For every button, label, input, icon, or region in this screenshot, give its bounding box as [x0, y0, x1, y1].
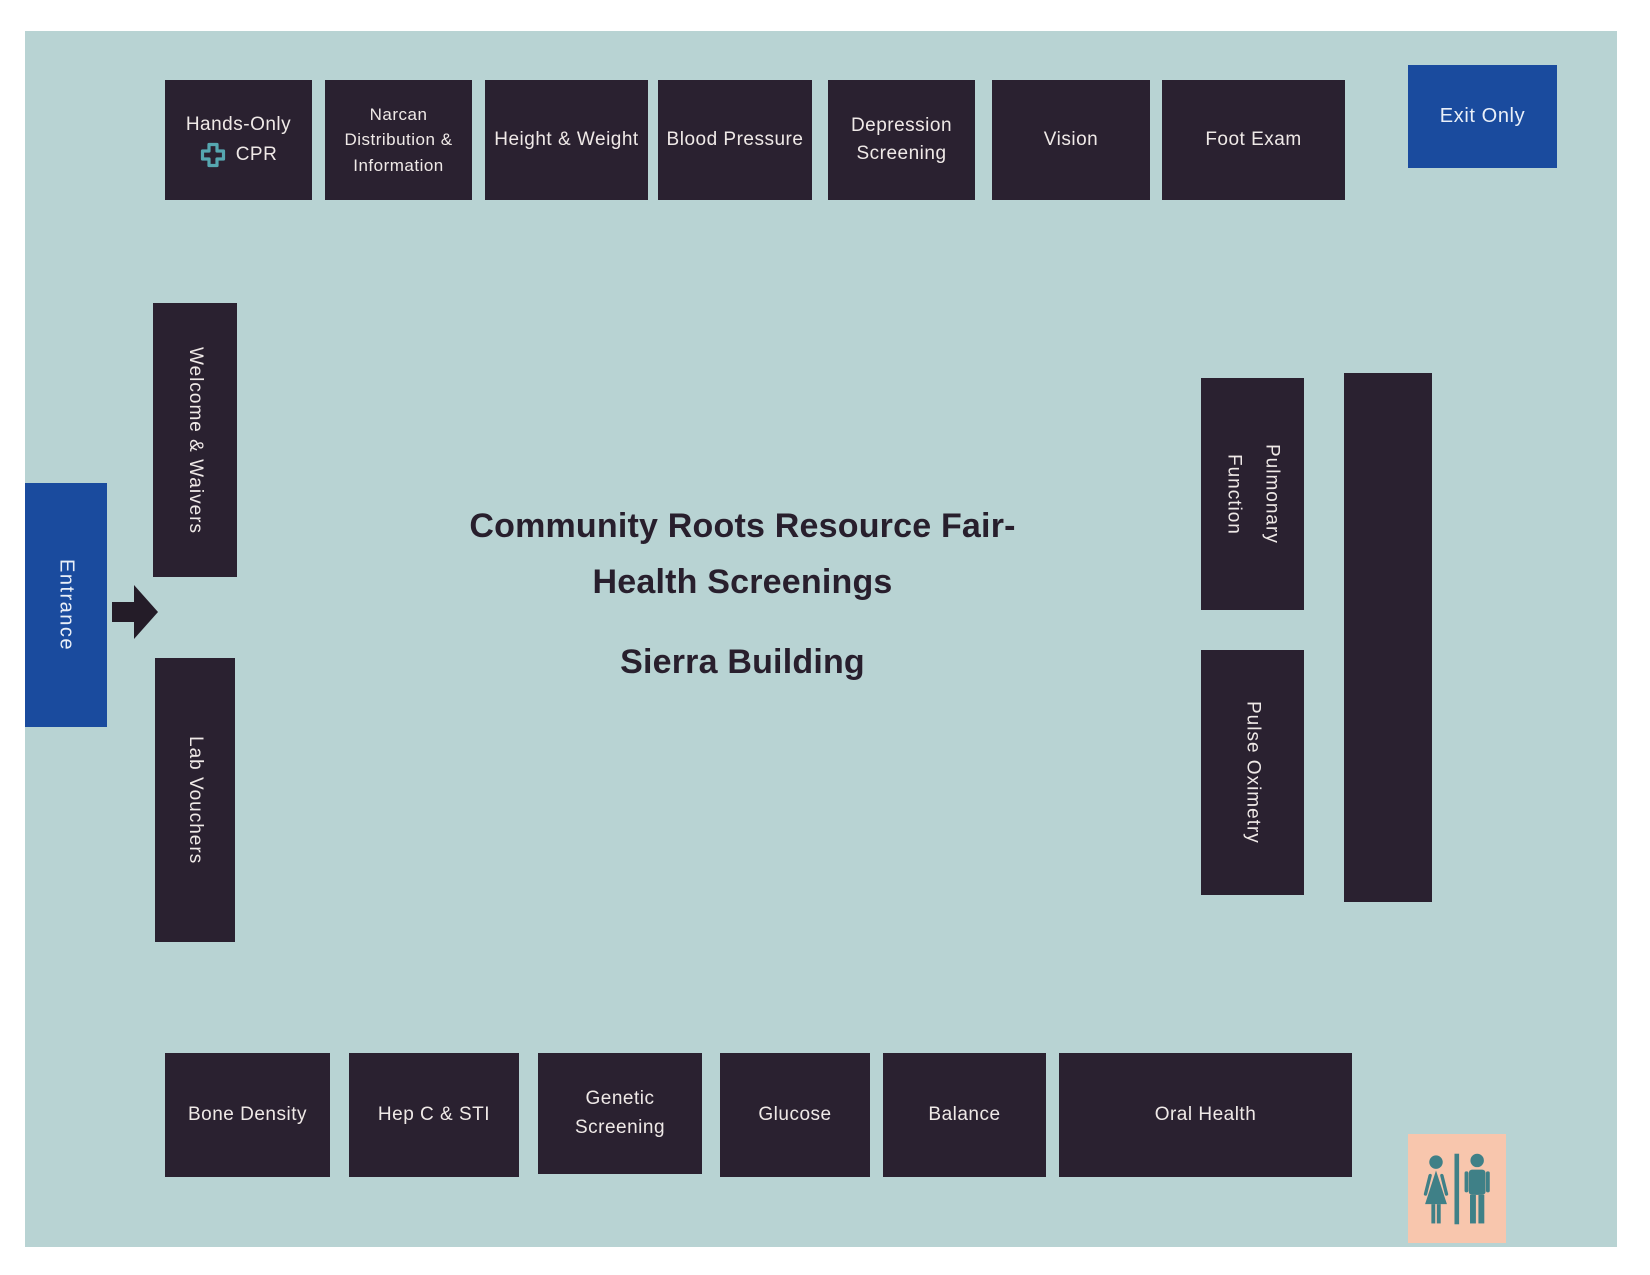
sign-label: Exit Only: [1439, 105, 1526, 127]
booth-label: Welcome & Waivers: [185, 346, 206, 534]
booth-oral-health: Oral Health: [1059, 1053, 1352, 1177]
booth-label: Height & Weight: [494, 128, 639, 150]
booth-label: Blood Pressure: [666, 128, 804, 150]
booth-balance: Balance: [883, 1053, 1046, 1177]
entrance-sign: Entrance: [25, 483, 107, 727]
booth-unlabeled: [1344, 373, 1432, 902]
fair-title: Community Roots Resource Fair- Health Sc…: [469, 507, 1016, 601]
booth-foot-exam: Foot Exam: [1162, 80, 1345, 200]
booth-vision: Vision: [992, 80, 1150, 200]
booth-welcome-waivers: Welcome & Waivers: [153, 303, 237, 577]
booth-label: Bone Density: [187, 1103, 307, 1125]
booth-label: Glucose: [758, 1103, 832, 1125]
medical-cross-icon: [200, 143, 225, 168]
booth-label: Hands-Only: [185, 113, 292, 135]
exit-only-sign: Exit Only: [1408, 65, 1557, 168]
booth-label: Oral Health: [1154, 1103, 1257, 1125]
booth-depression-screening: Depression Screening: [828, 80, 975, 200]
booth-glucose: Glucose: [720, 1053, 870, 1177]
booth-label: Hep C & STI: [377, 1103, 491, 1125]
restroom-area: [1408, 1134, 1506, 1243]
booth-pulmonary-function: Pulmonary Function: [1201, 378, 1304, 610]
booth-label: Pulmonary Function: [1223, 444, 1283, 544]
booth-label: Vision: [1043, 128, 1099, 150]
booth-label: Narcan Distribution & Information: [344, 104, 453, 175]
cpr-line: CPR: [200, 141, 278, 170]
booth-narcan: Narcan Distribution & Information: [325, 80, 472, 200]
booth-height-weight: Height & Weight: [485, 80, 648, 200]
sign-label: Entrance: [55, 558, 78, 652]
booth-label: Foot Exam: [1205, 128, 1302, 150]
booth-hands-only-cpr: Hands-Only CPR: [165, 80, 312, 200]
booth-hep-c-sti: Hep C & STI: [349, 1053, 519, 1177]
building-name: Sierra Building: [620, 643, 865, 681]
booth-label: Balance: [928, 1103, 1001, 1125]
restroom-figures-icon: [1423, 1153, 1490, 1224]
right-arrow-icon: [112, 585, 158, 639]
booth-lab-vouchers: Lab Vouchers: [155, 658, 235, 942]
booth-label: Pulse Oximetry: [1242, 701, 1264, 844]
booth-pulse-oximetry: Pulse Oximetry: [1201, 650, 1304, 895]
booth-genetic-screening: Genetic Screening: [538, 1053, 702, 1174]
booth-label: CPR: [235, 144, 278, 165]
booth-bone-density: Bone Density: [165, 1053, 330, 1177]
booth-label: Depression Screening: [850, 114, 953, 165]
booth-label: Lab Vouchers: [185, 735, 206, 865]
map-title-block: Community Roots Resource Fair- Health Sc…: [420, 498, 1065, 682]
booth-blood-pressure: Blood Pressure: [658, 80, 812, 200]
booth-label: Genetic Screening: [574, 1088, 666, 1138]
